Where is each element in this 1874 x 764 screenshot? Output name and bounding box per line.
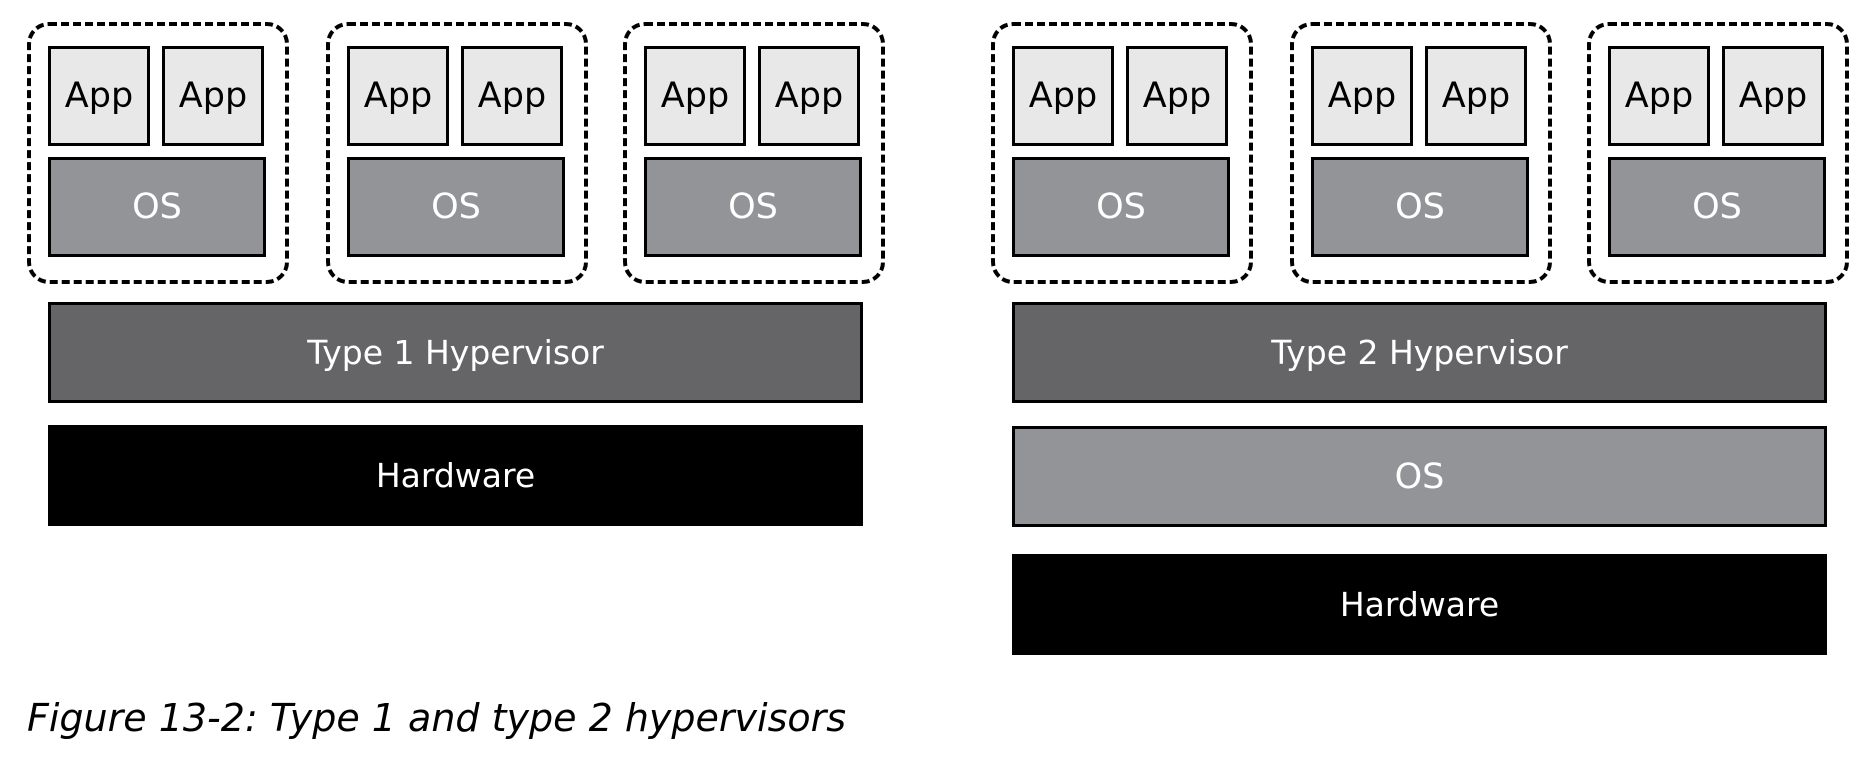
virtual-machine-boundary bbox=[1290, 22, 1552, 284]
hardware-layer: Hardware bbox=[1012, 554, 1827, 655]
guest-os-box: OS bbox=[1608, 157, 1826, 257]
app-box: App bbox=[758, 46, 860, 146]
virtual-machine-boundary bbox=[991, 22, 1253, 284]
app-box: App bbox=[1722, 46, 1824, 146]
app-box: App bbox=[162, 46, 264, 146]
app-box: App bbox=[1608, 46, 1710, 146]
virtual-machine-boundary bbox=[27, 22, 289, 284]
figure-caption: Figure 13-2: Type 1 and type 2 hyperviso… bbox=[27, 696, 847, 740]
virtual-machine-boundary bbox=[623, 22, 885, 284]
guest-os-box: OS bbox=[1012, 157, 1230, 257]
app-box: App bbox=[1311, 46, 1413, 146]
type2-hypervisor-layer: Type 2 Hypervisor bbox=[1012, 302, 1827, 403]
guest-os-box: OS bbox=[644, 157, 862, 257]
app-box: App bbox=[48, 46, 150, 146]
hardware-layer: Hardware bbox=[48, 425, 863, 526]
app-box: App bbox=[1126, 46, 1228, 146]
virtual-machine-boundary bbox=[1587, 22, 1849, 284]
app-box: App bbox=[1425, 46, 1527, 146]
virtual-machine-boundary bbox=[326, 22, 588, 284]
app-box: App bbox=[461, 46, 563, 146]
type1-hypervisor-layer: Type 1 Hypervisor bbox=[48, 302, 863, 403]
app-box: App bbox=[644, 46, 746, 146]
guest-os-box: OS bbox=[347, 157, 565, 257]
guest-os-box: OS bbox=[1311, 157, 1529, 257]
host-os-layer: OS bbox=[1012, 426, 1827, 527]
app-box: App bbox=[347, 46, 449, 146]
guest-os-box: OS bbox=[48, 157, 266, 257]
app-box: App bbox=[1012, 46, 1114, 146]
